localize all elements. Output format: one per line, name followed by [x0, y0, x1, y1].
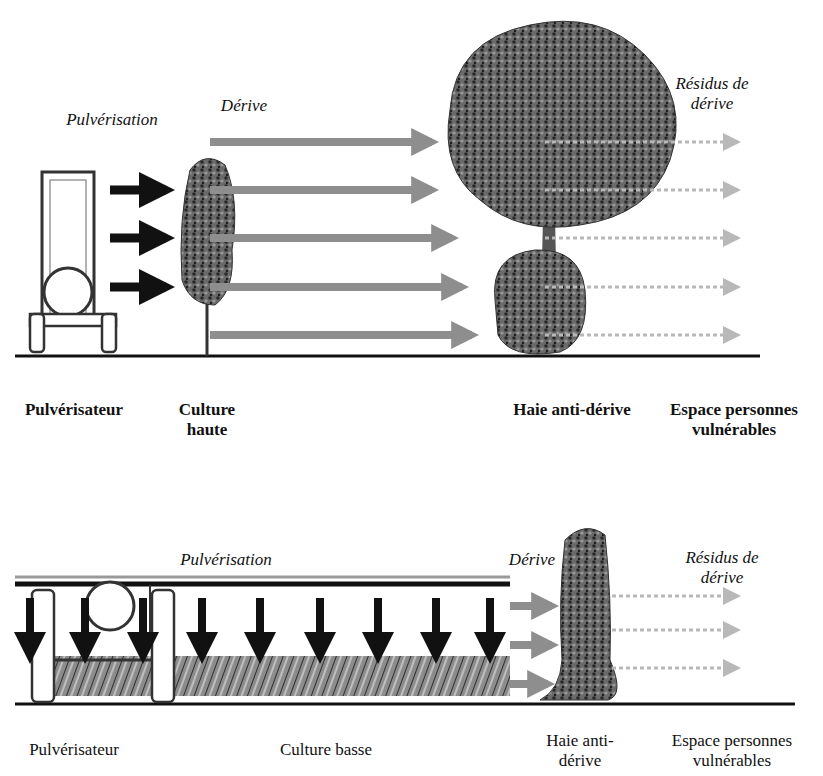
residue-label: Résidus de dérive: [667, 548, 777, 589]
vulnerable-zone-label: Espace personnes vulnérables: [659, 400, 809, 441]
sprayer-label: Pulvérisateur: [4, 740, 144, 760]
spray-label: Pulvérisation: [151, 550, 301, 570]
residue-label: Résidus de dérive: [657, 74, 767, 115]
crop-label: Culture basse: [246, 740, 406, 760]
vulnerable-zone-label: Espace personnes vulnérables: [652, 731, 812, 772]
top-panel: [15, 21, 760, 356]
drift-label: Dérive: [194, 96, 294, 116]
bottom-panel: [15, 529, 795, 704]
drift-label: Dérive: [482, 550, 582, 570]
crop-label: Culture haute: [167, 400, 247, 441]
hedge-label: Haie anti-dérive: [492, 400, 652, 420]
spray-label: Pulvérisation: [37, 110, 187, 130]
sprayer-label: Pulvérisateur: [4, 400, 144, 420]
hedge-label: Haie anti-dérive: [530, 731, 630, 772]
